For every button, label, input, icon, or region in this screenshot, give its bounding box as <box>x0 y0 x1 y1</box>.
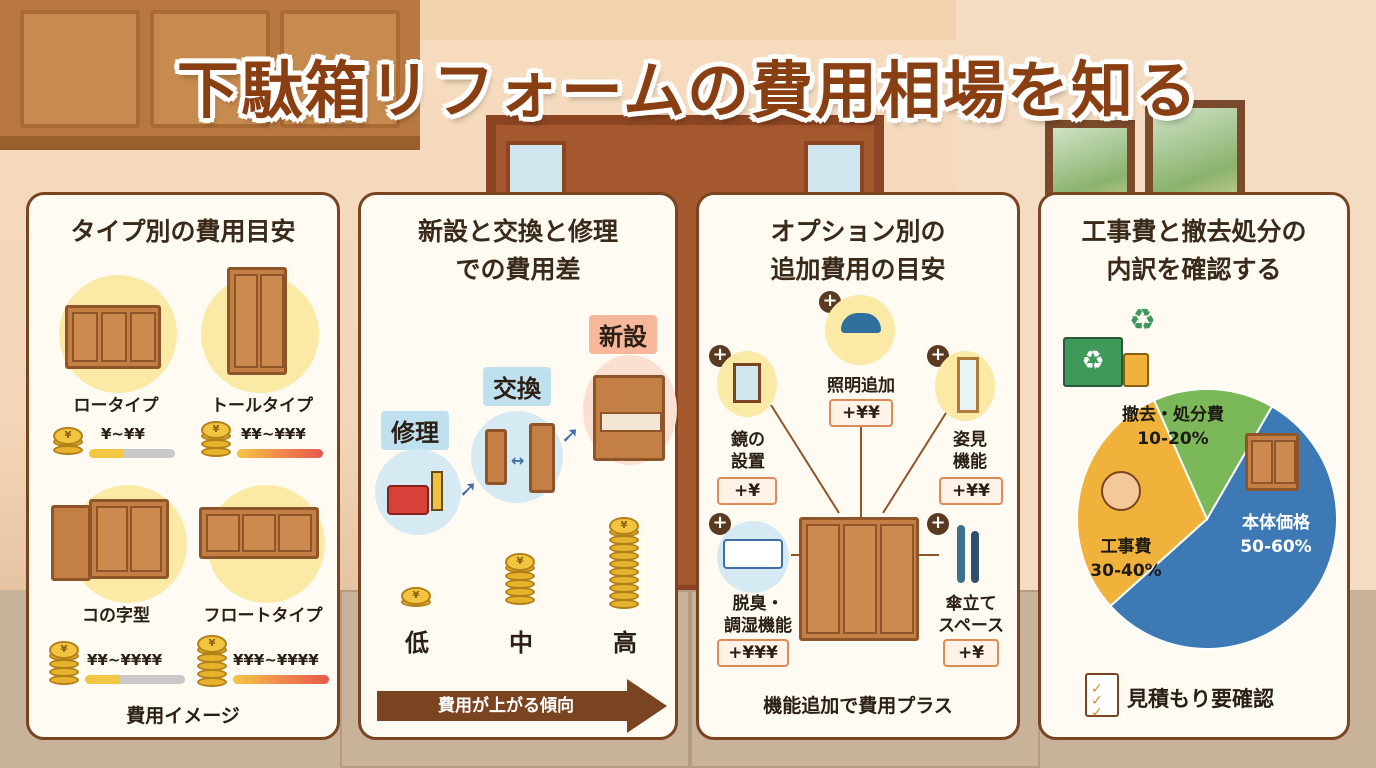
option-price: +¥¥ <box>829 399 893 427</box>
low-cabinet-icon <box>65 305 161 369</box>
type-name: フロートタイプ <box>203 606 323 626</box>
tag-repair: 修理 <box>381 411 449 450</box>
level-low: 低 <box>405 629 429 657</box>
lamp-icon <box>841 313 881 333</box>
new-cabinet-icon <box>593 375 665 461</box>
slice-range: 10-20% <box>1137 429 1209 449</box>
pie-slice-work <box>1076 398 1209 608</box>
cost-bar-fill <box>89 449 124 458</box>
u-cabinet-icon <box>51 505 91 581</box>
panel-footer: 機能追加で費用プラス <box>763 695 953 717</box>
deodorizer-icon <box>723 539 783 569</box>
cost-bar <box>237 449 323 458</box>
arrow-icon: ➚ <box>561 423 580 448</box>
panel-heading: オプション別の 追加費用の目安 <box>699 213 1017 289</box>
option-price: +¥¥¥ <box>717 639 789 667</box>
tag-new: 新設 <box>589 315 657 354</box>
type-price: ¥¥~¥¥¥ <box>241 425 306 443</box>
option-name: 照明追加 <box>827 376 895 396</box>
umbrella-icon <box>957 525 965 583</box>
trend-arrow-icon <box>377 679 667 733</box>
screwdriver-icon <box>431 471 443 511</box>
cost-bar <box>233 675 329 684</box>
truck-icon: ♻ <box>1063 337 1123 387</box>
slice-label-body: 本体価格 50-60% <box>1221 511 1331 559</box>
u-cabinet-icon <box>89 499 169 579</box>
checklist-icon: ✓✓✓ <box>1085 673 1119 720</box>
slice-name: 撤去・処分費 <box>1122 405 1224 425</box>
panel-heading: 工事費と撤去処分の 内訳を確認する <box>1041 213 1347 289</box>
cabinet-icon <box>1245 433 1299 491</box>
cost-bar <box>89 449 175 458</box>
panel-footer: 費用イメージ <box>126 705 240 727</box>
pie-slice-disposal <box>1152 388 1274 522</box>
cost-bar-fill <box>233 675 329 684</box>
toolbox-icon <box>387 485 429 515</box>
float-cabinet-icon <box>199 507 319 559</box>
slice-name: 本体価格 <box>1242 513 1310 533</box>
panel-work-type-costs: 新設と交換と修理 での費用差 新設 交換 修理 ↔ ➚ ➚ ¥ ¥ ¥ 低 <box>358 192 678 740</box>
cost-bar-fill <box>237 449 323 458</box>
option-name: 鏡の 設置 <box>731 430 765 472</box>
umbrella-icon <box>971 531 979 583</box>
tall-cabinet-icon <box>227 267 287 375</box>
trend-label: 費用が上がる傾向 <box>438 696 574 716</box>
option-name: 脱臭・ 調湿機能 <box>724 594 792 636</box>
shoe-cabinet-icon <box>799 517 919 641</box>
arrow-icon: ➚ <box>459 477 478 502</box>
type-price: ¥~¥¥ <box>101 425 145 443</box>
panel-heading-text: オプション別の 追加費用の目安 <box>770 217 946 284</box>
level-high: 高 <box>613 629 637 657</box>
cost-bar <box>85 675 185 684</box>
connector-lines <box>770 404 952 556</box>
panel-heading-text: 工事費と撤去処分の 内訳を確認する <box>1081 217 1307 284</box>
level-mid: 中 <box>509 629 533 657</box>
full-mirror-icon <box>957 357 979 413</box>
option-name: 姿見 機能 <box>953 430 987 472</box>
slice-name: 工事費 <box>1100 537 1152 557</box>
old-panel-icon <box>485 429 507 485</box>
slice-range: 30-40% <box>1090 561 1162 581</box>
swap-arrow-icon: ↔ <box>511 451 525 470</box>
overhead-cabinet <box>0 0 420 150</box>
plus-icon: + <box>709 513 731 535</box>
panel-footer: 見積もり要確認 <box>1127 687 1274 711</box>
worker-icon <box>1101 471 1141 511</box>
page-title: 下駄箱リフォームの費用相場を知る <box>176 54 1200 127</box>
panel-heading: 新設と交換と修理 での費用差 <box>361 213 675 289</box>
mirror-icon <box>733 363 761 403</box>
option-price: +¥ <box>717 477 777 505</box>
slice-label-disposal: 撤去・処分費 10-20% <box>1113 403 1233 451</box>
slice-label-work: 工事費 30-40% <box>1081 535 1171 583</box>
cost-bar-fill <box>85 675 120 684</box>
tag-replace: 交換 <box>483 367 551 406</box>
panel-option-costs: オプション別の 追加費用の目安 + 照明追加 +¥¥ + 鏡の 設置 +¥ + … <box>696 192 1020 740</box>
panel-type-costs: タイプ別の費用目安 ロータイプ ¥ ¥~¥¥ トールタイプ ¥ ¥¥~¥¥¥ コ… <box>26 192 340 740</box>
option-price: +¥ <box>943 639 999 667</box>
type-price: ¥¥¥~¥¥¥¥ <box>233 651 319 669</box>
slice-range: 50-60% <box>1240 537 1312 557</box>
type-name: トールタイプ <box>211 396 313 416</box>
panel-cost-breakdown: 工事費と撤去処分の 内訳を確認する ♻ ♻ 撤去・処分費 10-20% 工事費 … <box>1038 192 1350 740</box>
plus-icon: + <box>927 513 949 535</box>
type-price: ¥¥~¥¥¥¥ <box>87 651 163 669</box>
option-name: 傘立て スペース <box>938 594 1004 636</box>
type-name: コの字型 <box>82 606 150 626</box>
type-name: ロータイプ <box>73 396 159 416</box>
panel-heading: タイプ別の費用目安 <box>70 217 296 246</box>
cost-pie-chart <box>1076 388 1338 650</box>
truck-cab-icon <box>1123 353 1149 387</box>
new-panel-icon <box>529 423 555 493</box>
panel-heading-text: 新設と交換と修理 での費用差 <box>417 217 618 284</box>
recycle-icon: ♻ <box>1129 303 1156 338</box>
option-price: +¥¥ <box>939 477 1003 505</box>
